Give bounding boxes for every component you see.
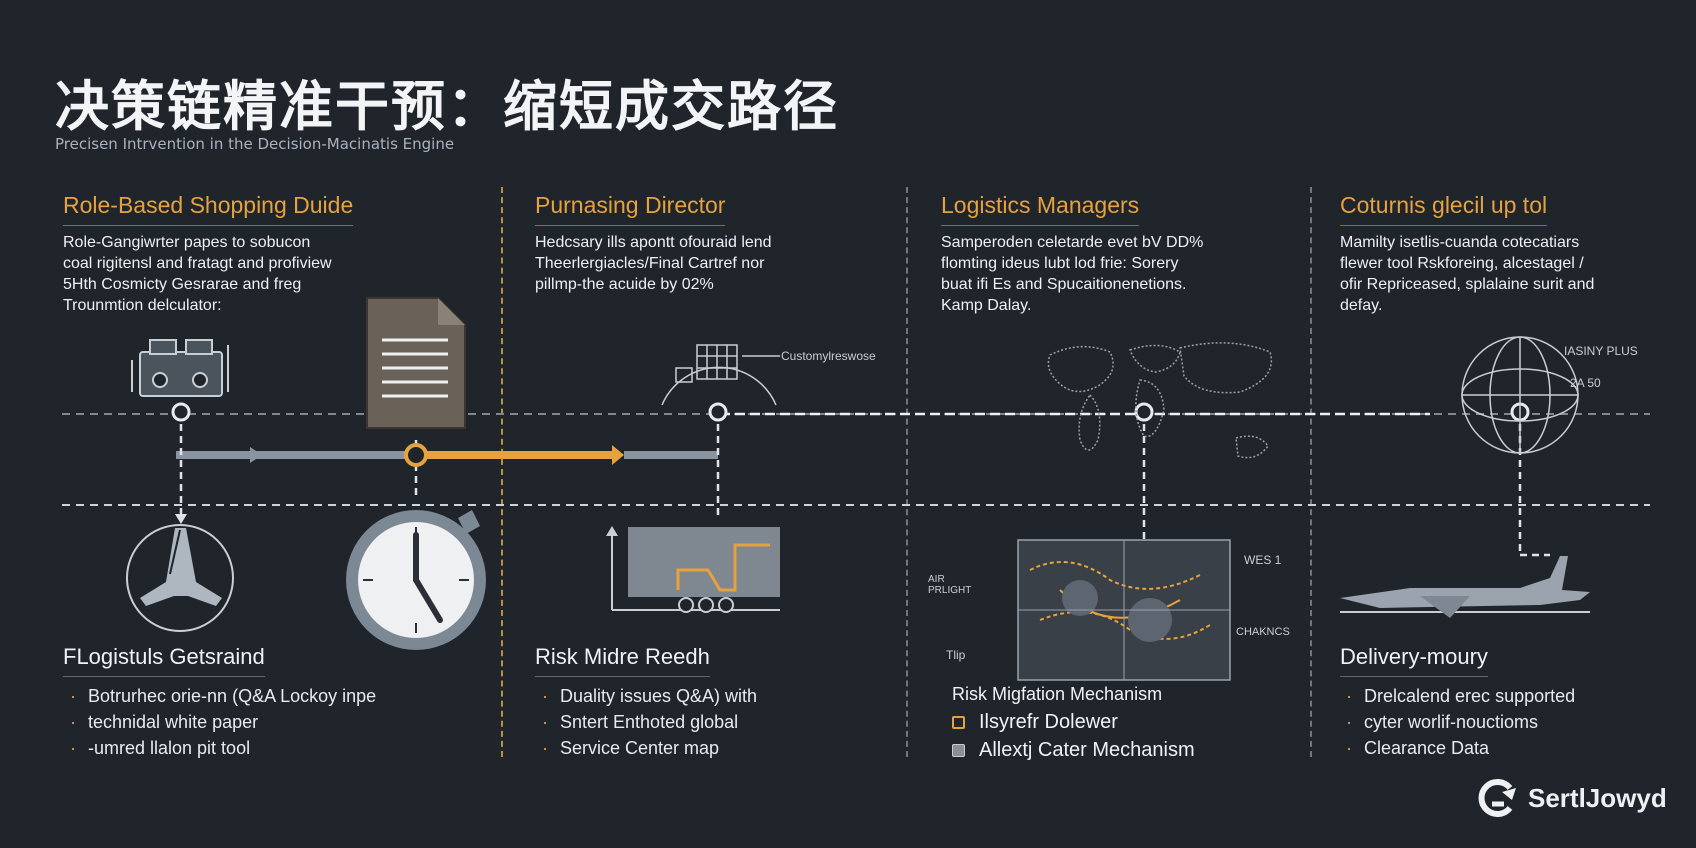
desc-line: Role-Gangiwrter papes to sobucon — [63, 234, 311, 251]
column-4-description: Mamilty isetlis-cuanda cotecatiars flewe… — [1340, 232, 1670, 316]
bullet-item: Botrurhec orie-nn (Q&A Lockoy inpe — [70, 683, 376, 709]
column-2-description: Hedcsary ills apontt ofouraid lend Theer… — [535, 232, 865, 295]
brand-logo: SertlJowyd — [1478, 778, 1667, 818]
airplane-icon — [1340, 556, 1590, 618]
desc-line: Kamp Dalay. — [941, 297, 1032, 314]
page-title: 决策链精准干预：缩短成交路径 — [55, 75, 839, 138]
flow-arrowhead-orange — [612, 445, 624, 465]
desc-line: Theerlergiacles/Final Cartref nor — [535, 255, 765, 272]
column-1-bottom-title: FLogistuls Getsraind — [63, 644, 265, 677]
divider-1 — [501, 187, 503, 757]
desc-line: pillmp-the acuide by 02% — [535, 276, 714, 293]
legend-label: Ilsyrefr Dolewer — [979, 710, 1118, 733]
connector-arrowhead — [175, 514, 187, 524]
customer-screen-icon — [661, 344, 780, 406]
bullet-item: technidal white paper — [70, 709, 376, 735]
column-4-title: Coturnis glecil up tol — [1340, 192, 1547, 226]
desc-line: flewer tool Rskforeing, alcestagel / — [1340, 255, 1584, 272]
column-2-bottom-title: Risk Midre Reedh — [535, 644, 710, 677]
robotic-arm-icon — [126, 524, 234, 632]
desc-line: buat ifi Es and Spucaitionenetions. — [941, 276, 1187, 293]
desc-line: Hedcsary ills apontt ofouraid lend — [535, 234, 772, 251]
desc-line: flomting ideus lubt lod frie: Sorery — [941, 255, 1179, 272]
bullet-item: Sntert Enthoted global — [542, 709, 757, 735]
node-4 — [1134, 402, 1154, 422]
bullet-item: Drelcalend erec supported — [1346, 683, 1575, 709]
route-map — [1017, 539, 1231, 681]
column-1-description: Role-Gangiwrter papes to sobucon coal ri… — [63, 232, 393, 316]
legend-label: Allextj Cater Mechanism — [979, 738, 1195, 761]
desc-line: Mamilty isetlis-cuanda cotecatiars — [1340, 234, 1580, 251]
brand-logo-icon — [1478, 779, 1516, 817]
bullet-item: Service Center map — [542, 735, 757, 761]
customer-response-label: Customylreswose — [781, 349, 876, 363]
divider-2 — [906, 187, 908, 757]
document-icon — [366, 297, 466, 429]
bullet-item: Duality issues Q&A) with — [542, 683, 757, 709]
column-2-bullets: Duality issues Q&A) with Sntert Enthoted… — [542, 683, 757, 761]
node-1 — [171, 402, 191, 422]
globe-label: IASINY PLUS — [1564, 344, 1638, 358]
page-subtitle: Precisen Intrvention in the Decision-Mac… — [55, 135, 455, 153]
legend-swatch-orange — [952, 715, 965, 729]
machine-icon — [131, 339, 229, 397]
world-map-icon — [1047, 342, 1273, 459]
column-4-bullets: Drelcalend erec supported cyter worlif-n… — [1346, 683, 1575, 761]
legend-title: Risk Migfation Mechanism — [952, 683, 1163, 704]
risk-legend: Risk Migfation Mechanism Ilsyrefr Dolewe… — [952, 680, 1195, 764]
node-2 — [404, 443, 428, 467]
legend-item: Allextj Cater Mechanism — [952, 736, 1195, 764]
globe-label-2: 2A 50 — [1570, 376, 1601, 390]
brand-logo-text: SertlJowyd — [1528, 782, 1667, 813]
column-2-title: Purnasing Director — [535, 192, 725, 226]
clock-icon — [346, 510, 486, 650]
legend-swatch-gray — [952, 743, 965, 757]
column-3-title: Logistics Managers — [941, 192, 1139, 226]
column-3-description: Samperoden celetarde evet bV DD% flomtin… — [941, 232, 1271, 316]
node-3 — [708, 402, 728, 422]
map-label-air: AIR PRLIGHT — [928, 574, 972, 596]
bullet-item: cyter worlif-nouctioms — [1346, 709, 1575, 735]
flow-arrowhead — [250, 447, 262, 463]
legend-item: Ilsyrefr Dolewer — [952, 708, 1195, 736]
globe-network-icon — [1461, 336, 1579, 454]
desc-line: ofir Repriceased, splalaine surit and — [1340, 276, 1595, 293]
map-label-chaknc: CHAKNCS — [1236, 626, 1290, 638]
desc-line: coal rigitensl and fratagt and profiview — [63, 255, 332, 272]
map-label-tlip: Tlip — [946, 648, 966, 662]
column-1-bullets: Botrurhec orie-nn (Q&A Lockoy inpe techn… — [70, 683, 376, 761]
column-1-title: Role-Based Shopping Duide — [63, 192, 353, 226]
desc-line: 5Hth Cosmicty Gesrarae and freg — [63, 276, 302, 293]
map-label-wes: WES 1 — [1244, 553, 1282, 567]
column-4-bottom-title: Delivery-moury — [1340, 644, 1488, 677]
desc-line: defay. — [1340, 297, 1383, 314]
bullet-item: Clearance Data — [1346, 735, 1575, 761]
desc-line: Trounmtion delculator: — [63, 297, 222, 314]
container-chart-icon — [606, 526, 780, 613]
divider-3 — [1310, 187, 1312, 757]
bullet-item: -umred llalon pit tool — [70, 735, 376, 761]
desc-line: Samperoden celetarde evet bV DD% — [941, 234, 1204, 251]
